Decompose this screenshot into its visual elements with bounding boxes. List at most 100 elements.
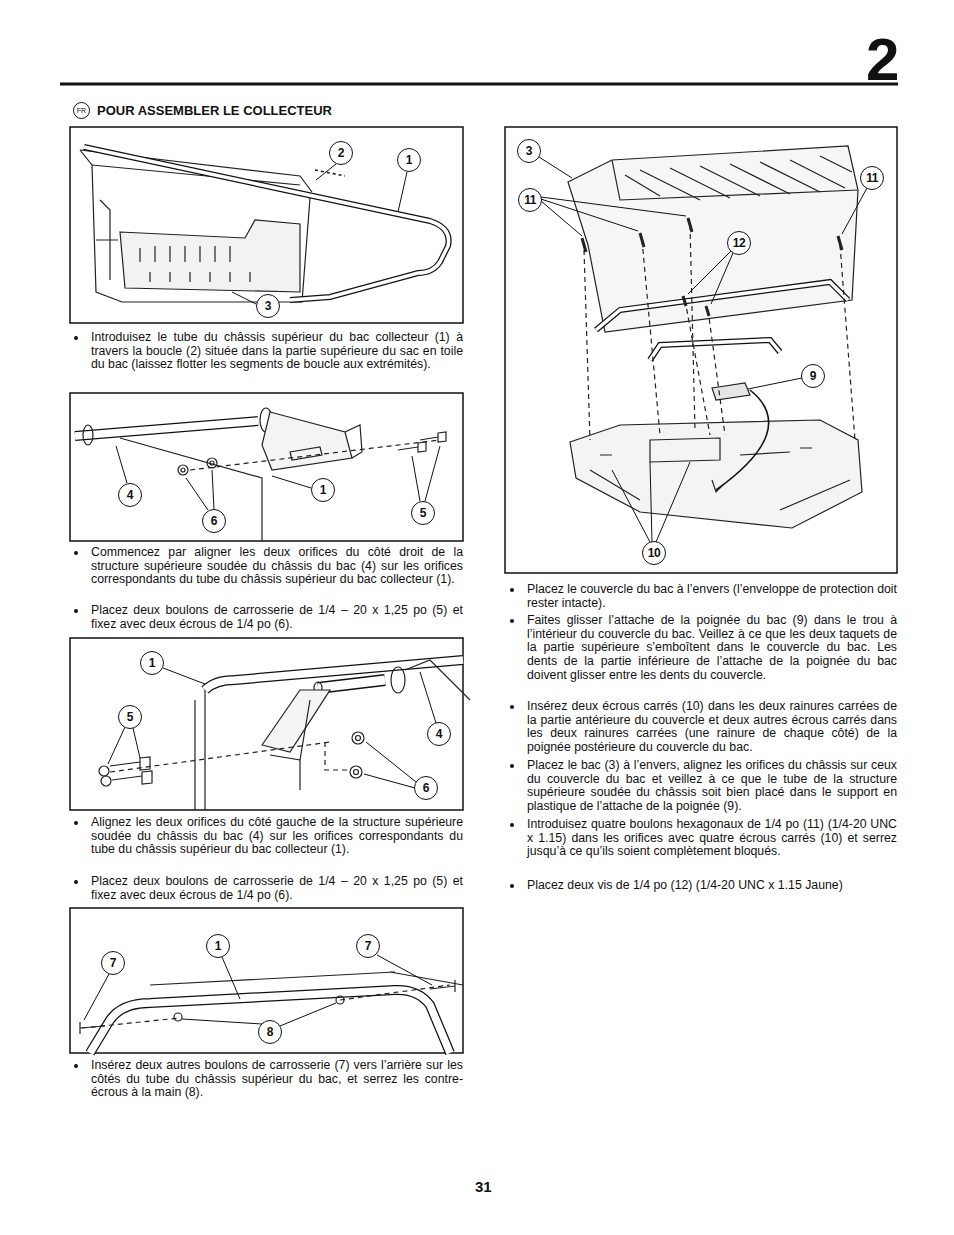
bullet-dot [74,880,78,884]
cover-assembly-figure [708,310,725,435]
cover-assembly-figure [600,448,812,455]
bracket-figure-left [405,660,470,700]
cover-assembly-figure [584,250,590,440]
instruction-text: Faites glisser l’attache de la poignée d… [527,614,897,683]
rear-tube-figure [80,972,463,1053]
leader-lines [650,462,652,542]
callout-number: 2 [329,141,353,165]
instruction-text: Placez deux vis de 1/4 po (12) (1/4-20 U… [527,879,897,893]
bag-figure [120,220,300,292]
bracket-figure-left [101,776,111,786]
bullet-dot [74,821,78,825]
bag-figure [84,147,449,300]
instruction-text: Introduisez quatre boulons hexagonaux de… [527,818,897,859]
bracket-figure-right [190,440,440,470]
instruction-text: Placez le bac (3) à l’envers, alignez le… [527,759,897,814]
leader-lines [842,188,867,234]
leader-lines [539,157,867,542]
bracket-figure-left [262,690,330,752]
callout-number: 6 [414,776,438,800]
bracket-figure-right [120,438,262,541]
bracket-figure-left [350,766,362,778]
leader-lines [84,955,432,1026]
bag-figure [80,147,449,302]
figure-frames [70,908,463,1053]
language-badge: FR [73,102,90,119]
leader-lines [656,462,690,542]
callout-number: 5 [411,501,435,525]
cover-assembly-figure [685,300,710,435]
callout-number: 7 [101,951,125,975]
bracket-figure-right [83,425,93,445]
bullet-dot [510,884,514,888]
callout-number: 9 [801,364,825,388]
leader-lines [412,456,420,501]
leader-lines [163,668,205,684]
leader-lines [366,742,416,782]
cover-assembly-figure [625,156,852,200]
rear-tube-figure [90,990,450,1053]
rear-tube-figure [174,1013,182,1021]
bracket-figure-right [75,408,446,541]
leader-lines [133,728,140,758]
callout-number: 4 [427,722,451,746]
instruction-text: Insérez deux écrous carrés (10) dans les… [527,700,897,755]
bracket-figure-right [75,421,258,436]
leader-lines [84,974,109,1020]
callout-number: 12 [727,231,751,255]
leader-lines [612,470,650,542]
bracket-figure-left [325,742,350,770]
leader-lines [232,292,256,304]
bag-figure [315,170,345,176]
bracket-figure-left [99,766,109,776]
section-title: POUR ASSEMBLER LE COLLECTEUR [97,103,332,118]
bullet-dot [510,764,514,768]
leader-lines [222,957,240,999]
cover-assembly-figure [716,390,769,490]
bracket-figure-left [352,732,364,744]
bullet-dot [74,609,78,613]
figure-frames [70,127,897,1053]
cover-assembly-figure [590,438,850,510]
leader-lines [232,164,407,304]
leader-lines [316,164,336,180]
callout-number: 8 [258,1020,282,1044]
callout-number: 4 [118,483,142,507]
figure-frames [70,393,463,541]
cover-assembly-figure [690,225,695,430]
figure-frames [70,638,463,810]
callout-number: 1 [311,478,335,502]
bag-figure [84,147,449,300]
leader-lines [108,668,436,788]
bracket-figure-right [398,442,426,452]
callout-number: 10 [642,541,666,565]
callout-number: 11 [860,166,884,190]
bracket-figure-left [195,690,205,810]
callout-number: 3 [517,139,541,163]
callout-number: 1 [397,148,421,172]
rear-tube-figure [430,980,455,992]
cover-assembly-figure [584,225,855,440]
bracket-figure-right [290,447,322,460]
leader-lines [116,446,440,510]
rear-tube-figure [150,972,463,985]
leader-lines [539,157,572,178]
leader-lines [272,476,311,488]
bracket-figure-left [354,770,359,775]
bullet-dot [510,588,514,592]
instruction-text: Introduisez le tube du châssis supérieur… [91,331,463,372]
bracket-figure-left [99,660,470,810]
bag-figure [140,246,250,282]
bracket-figure-right [420,432,446,442]
bullet-dot [510,619,514,623]
bullet-dot [74,1064,78,1068]
bracket-figure-left [110,742,330,772]
header-rule [60,83,898,86]
bracket-figure-left [270,700,310,790]
cover-assembly-figure [650,340,780,360]
leader-lines [116,446,127,483]
rear-tube-figure [340,985,450,1000]
bracket-figure-right [207,458,217,468]
leader-lines [711,253,733,304]
instruction-text: Placez le couvercle du bac à l’envers (l… [527,583,897,610]
